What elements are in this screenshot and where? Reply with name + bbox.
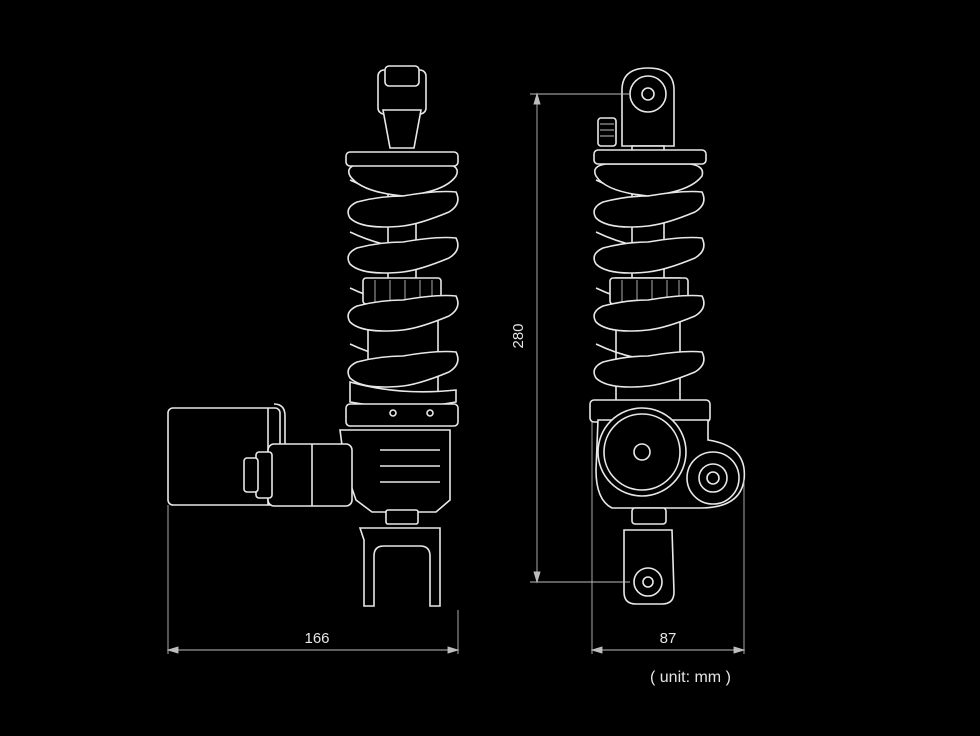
bottom-housing — [243, 429, 451, 513]
dimension-side-width: 166 — [304, 630, 329, 647]
top-eye — [621, 67, 675, 147]
dimension-front-width: 87 — [660, 630, 677, 647]
upper-spring-seat — [345, 151, 459, 167]
bottom-fork-clevis — [358, 509, 441, 607]
compression-adjuster-knob — [597, 117, 617, 147]
side-view — [167, 65, 459, 607]
bottom-eye — [623, 507, 675, 605]
top-eye-mount — [377, 65, 427, 149]
unit-note: ( unit: mm ) — [650, 669, 731, 686]
front-view — [589, 67, 746, 605]
dimension-overall-length: 280 — [510, 323, 527, 348]
coil-spring-front-view — [593, 163, 705, 388]
reservoir-cap — [597, 407, 687, 497]
lower-spring-seat — [345, 403, 459, 427]
dimension-lines — [166, 92, 746, 654]
bottom-body-front — [595, 407, 746, 509]
